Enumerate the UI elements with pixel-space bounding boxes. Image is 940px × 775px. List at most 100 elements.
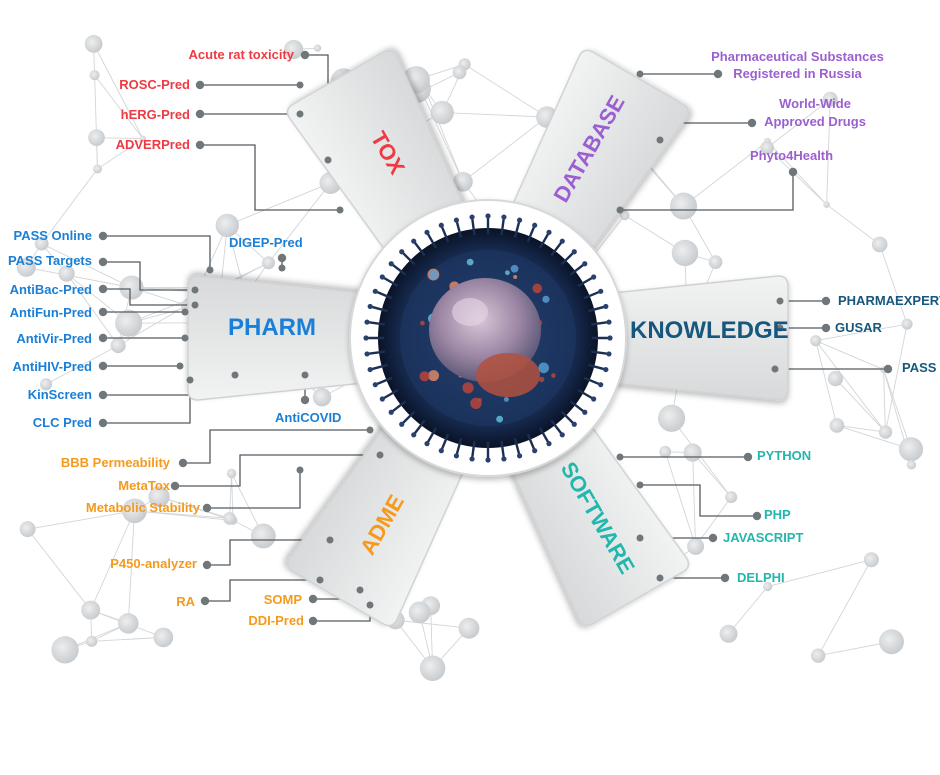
network-node	[223, 512, 236, 525]
connector-dot	[753, 512, 761, 520]
label-bbb-permeability: BBB Permeability	[61, 456, 170, 470]
connector-dot	[822, 297, 830, 305]
connector-dot	[207, 267, 214, 274]
connector-dot	[297, 467, 304, 474]
network-node	[830, 418, 845, 433]
network-node	[709, 255, 723, 269]
network-node	[659, 446, 671, 458]
label-clc-pred: CLC Pred	[33, 416, 92, 430]
network-node	[864, 552, 879, 567]
panel-label-knowledge: KNOWLEDGE	[630, 317, 789, 345]
label-ra: RA	[176, 595, 195, 609]
network-node	[687, 538, 704, 555]
connector-dot	[279, 265, 286, 272]
connector-dot	[377, 452, 384, 459]
network-node	[810, 335, 821, 346]
connector-dot	[232, 372, 239, 379]
network-node	[118, 613, 139, 634]
connector-line	[103, 236, 210, 270]
connector-dot	[196, 141, 204, 149]
connector-dot	[617, 454, 624, 461]
connector-dot	[301, 51, 309, 59]
label-antifun-pred: AntiFun-Pred	[10, 306, 92, 320]
network-node	[879, 629, 904, 654]
label-ddi-pred: DDI-Pred	[248, 614, 304, 628]
panel-label-pharm: PHARM	[228, 314, 316, 342]
network-node	[430, 101, 453, 124]
connector-dot	[367, 602, 374, 609]
connector-dot	[327, 537, 334, 544]
connector-line	[205, 580, 320, 601]
connector-dot	[192, 302, 199, 309]
connector-dot	[884, 365, 892, 373]
label-metabolic-stability: Metabolic Stability	[86, 501, 200, 515]
connector-dot	[196, 110, 204, 118]
connector-dot	[182, 335, 189, 342]
connector-dot	[309, 617, 317, 625]
connector-dot	[777, 298, 784, 305]
connector-dot	[99, 362, 107, 370]
label-pass: PASS	[902, 361, 936, 375]
connector-dot	[657, 137, 664, 144]
label-rosc-pred: ROSC-Pred	[119, 78, 190, 92]
connector-dot	[192, 287, 199, 294]
network-node	[81, 601, 100, 620]
connector-dot	[201, 597, 209, 605]
label-metatox: MetaTox	[118, 479, 170, 493]
connector-dot	[301, 396, 309, 404]
network-node	[725, 491, 737, 503]
network-node	[216, 214, 239, 237]
connector-dot	[187, 377, 194, 384]
network-node	[720, 625, 738, 643]
network-node	[111, 338, 126, 353]
connector-dot	[179, 459, 187, 467]
label-adverpred: ADVERPred	[116, 138, 190, 152]
label-antibac-pred: AntiBac-Pred	[10, 283, 92, 297]
connector-dot	[203, 504, 211, 512]
network-node	[90, 70, 100, 80]
network-node	[453, 65, 467, 79]
label-approved-drugs: Approved Drugs	[760, 115, 870, 129]
label-p450-analyzer: P450-analyzer	[110, 557, 197, 571]
connector-dot	[637, 482, 644, 489]
connector-dot	[297, 82, 304, 89]
connector-dot	[357, 587, 364, 594]
label-somp: SOMP	[264, 593, 302, 607]
network-node	[811, 648, 825, 662]
connector-dot	[637, 71, 644, 78]
connector-dot	[337, 207, 344, 214]
label-world-wide: World-Wide	[760, 97, 870, 111]
connector-dot	[99, 308, 107, 316]
connector-line	[183, 430, 370, 463]
label-antihiv-pred: AntiHIV-Pred	[13, 360, 92, 374]
connector-line	[103, 262, 195, 290]
label-phyto4health: Phyto4Health	[750, 149, 833, 163]
connector-dot	[367, 427, 374, 434]
center-cell-icon	[350, 200, 626, 476]
connector-dot	[203, 561, 211, 569]
connector-dot	[302, 372, 309, 379]
network-node	[51, 636, 78, 663]
connector-dot	[177, 363, 184, 370]
connector-dot	[182, 309, 189, 316]
connector-dot	[99, 232, 107, 240]
connector-line	[207, 470, 300, 508]
label-delphi: DELPHI	[737, 571, 785, 585]
network-node	[458, 618, 479, 639]
label-pharmaceutical-substances: Pharmaceutical Substances	[700, 50, 895, 64]
label-acute-rat-toxicity: Acute rat toxicity	[189, 48, 294, 62]
connector-dot	[99, 419, 107, 427]
connector-dot	[99, 334, 107, 342]
network-node	[828, 371, 843, 386]
label-javascript: JAVASCRIPT	[723, 531, 803, 545]
connector-dot	[309, 595, 317, 603]
network-node	[907, 460, 916, 469]
label-antivir-pred: AntiVir-Pred	[16, 332, 92, 346]
label-php: PHP	[764, 508, 791, 522]
network-node	[314, 44, 321, 51]
label-herg-pred: hERG-Pred	[121, 108, 190, 122]
connector-dot	[709, 534, 717, 542]
network-node	[154, 628, 174, 648]
label-python: PYTHON	[757, 449, 811, 463]
